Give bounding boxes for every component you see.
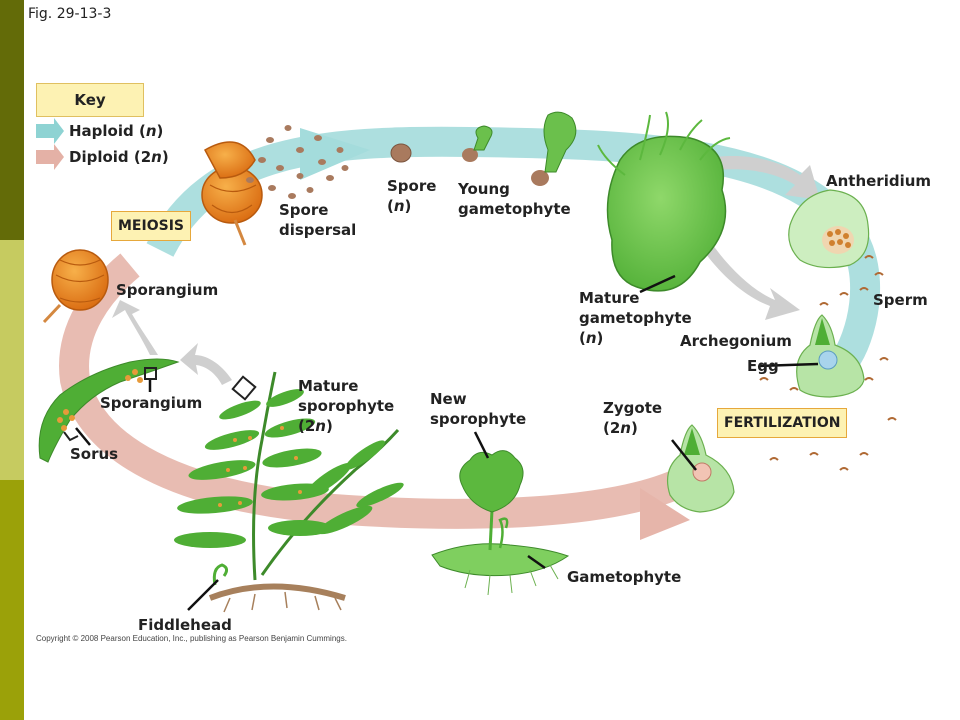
releasing-sporangium [201,141,263,246]
sporangium-left [42,249,109,324]
label-archegonium: Archegonium [680,332,792,350]
sidebar-band-middle [0,240,24,480]
label-egg: Egg [747,357,779,375]
label-sperm: Sperm [873,291,928,309]
pinna-with-sori [38,358,180,463]
young-gametophytes [462,111,577,186]
mature-sporophyte [174,371,404,613]
antheridium-structure [788,189,870,269]
key-haploid-label: Haploid (n) [69,122,164,140]
label-sporangium-left: Sporangium [100,394,203,412]
label-spore: Spore(n) [387,177,437,215]
dispersed-spores [246,125,349,199]
label-fiddlehead: Fiddlehead [138,616,232,634]
sidebar-band-bottom [0,480,24,720]
label-sporangium-top: Sporangium [116,281,219,299]
label-sorus: Sorus [70,445,119,463]
label-zygote: Zygote(2n) [603,399,663,437]
label-gametophyte: Gametophyte [567,568,682,586]
zygote-structure [667,424,735,513]
copyright-notice: Copyright © 2008 Pearson Education, Inc.… [36,634,347,643]
diploid-arc [59,253,697,540]
label-antheridium: Antheridium [826,172,932,190]
key-arrows [36,118,64,170]
figure-label: Fig. 29-13-3 [28,6,112,22]
mature-gametophyte [597,111,731,292]
sidebar-band-top [0,0,24,240]
key-diploid-label: Diploid (2n) [69,148,169,166]
key-title: Key [36,83,144,117]
fertilization-box: FERTILIZATION [717,408,848,438]
archegonium-structure [796,314,865,398]
single-spore [390,143,412,163]
meiosis-box: MEIOSIS [111,211,191,241]
leader-lines [75,274,819,611]
new-sporophyte [431,450,570,596]
